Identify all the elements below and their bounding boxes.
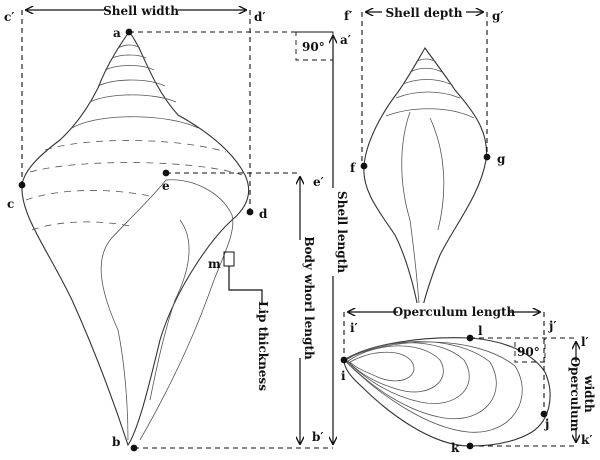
shell-length-label: Shell length (335, 191, 349, 273)
angle-90-top-label: 90° (302, 40, 325, 54)
shell-width-label: Shell width (103, 4, 179, 18)
operculum-drawing (343, 337, 551, 447)
point-a-prime-label: a′ (340, 33, 351, 47)
lip-thickness-label: Lip thickness (256, 301, 270, 391)
point-e-marker (162, 169, 170, 177)
body-whorl-length-dimension: Body whorl length e′ b′ (166, 172, 324, 444)
point-m-label: m (208, 257, 221, 271)
point-f-marker (360, 162, 368, 170)
point-d-prime-label: d′ (254, 10, 266, 24)
point-k-marker (466, 442, 474, 450)
operculum-points: i l j k (340, 324, 549, 455)
point-i-prime-label: i′ (350, 321, 358, 335)
main-shell-drawing (21, 31, 250, 447)
point-k-label: k (451, 441, 460, 455)
point-f-prime-label: f′ (344, 9, 352, 23)
operculum-width-label-line2: width (582, 374, 596, 413)
point-g-prime-label: g′ (492, 9, 504, 23)
point-c-marker (18, 181, 26, 189)
point-i-label: i (341, 369, 346, 383)
point-b-label: b (112, 435, 120, 449)
shell-width-dimension: Shell width c′ d′ (4, 2, 266, 212)
lip-thickness-callout: m Lip thickness (208, 251, 270, 391)
point-g-label: g (497, 152, 506, 166)
shell-depth-dimension: Shell depth f′ g′ f g (344, 4, 506, 175)
point-j-prime-label: j′ (548, 319, 557, 333)
point-d-label: d (259, 207, 268, 221)
point-g-marker (483, 153, 491, 161)
point-d-marker (246, 208, 254, 216)
point-c-prime-label: c′ (4, 10, 14, 24)
point-k-prime-label: k′ (581, 433, 592, 447)
operculum-width-label-line1: Operculum (568, 357, 582, 432)
point-c-label: c (7, 197, 14, 211)
shell-depth-label: Shell depth (385, 6, 462, 20)
point-b-marker (130, 444, 138, 452)
operculum-length-label: Operculum length (393, 305, 516, 319)
point-f-label: f (350, 161, 356, 175)
angle-90-operculum-label: 90° (517, 345, 540, 359)
body-whorl-length-label: Body whorl length (302, 236, 316, 360)
operculum-length-dimension: Operculum length i′ j′ (343, 303, 557, 414)
point-l-label: l (478, 324, 483, 338)
point-b-prime-label: b′ (312, 430, 324, 444)
shell-length-dimension: 90° Shell length a′ (129, 31, 351, 449)
point-e-label: e (162, 179, 170, 193)
point-i-marker (340, 356, 348, 364)
point-a-label: a (113, 26, 121, 40)
point-l-marker (466, 334, 474, 342)
operculum-width-dimension: 90° Operculum width l′ k′ (470, 335, 596, 447)
point-a-marker (125, 28, 133, 36)
point-j-label: j (544, 417, 549, 431)
main-shell-points: a c d e b (7, 26, 268, 452)
point-j-marker (540, 410, 548, 418)
point-l-prime-label: l′ (581, 335, 589, 349)
point-e-prime-label: e′ (313, 175, 324, 189)
side-shell-drawing (363, 46, 488, 319)
